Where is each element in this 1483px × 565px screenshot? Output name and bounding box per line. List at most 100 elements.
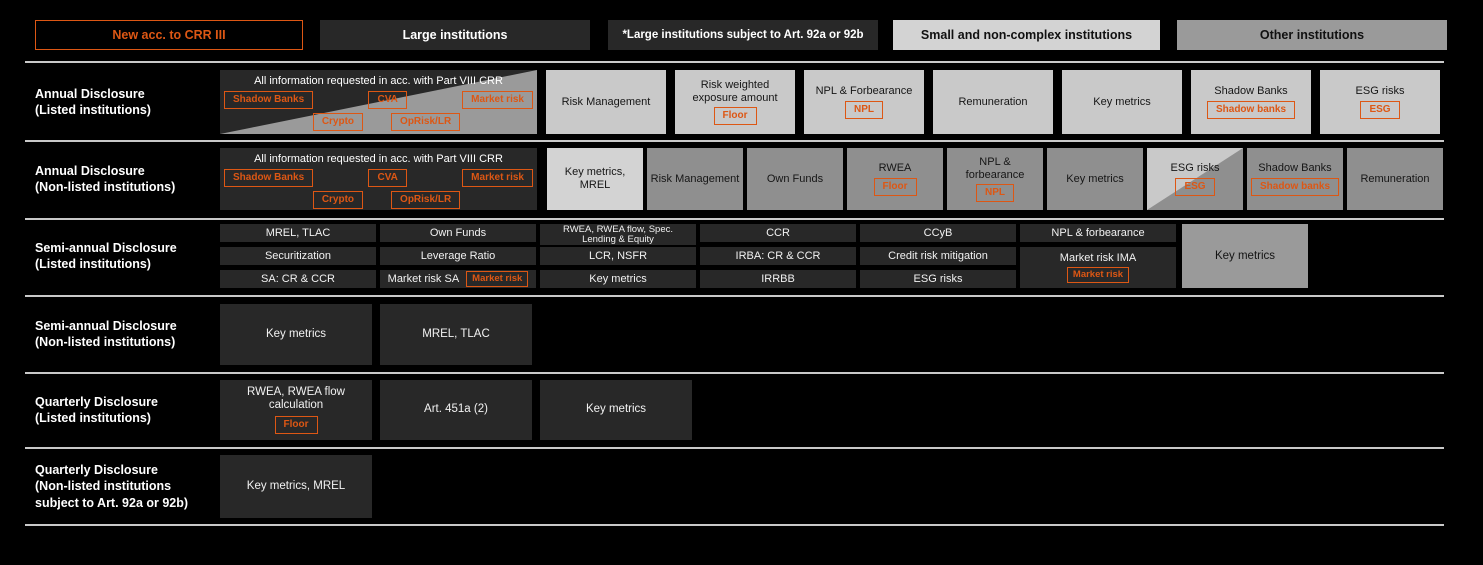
box-key-metrics: Key metrics bbox=[540, 380, 692, 440]
tag-floor: Floor bbox=[873, 177, 917, 196]
semiannual-column-2: Own Funds Leverage Ratio Market risk SA … bbox=[380, 224, 536, 288]
row-label-line: (Non-listed institutions) bbox=[35, 335, 176, 350]
cell-text: Market risk SA bbox=[387, 273, 460, 285]
tag-crypto: Crypto bbox=[312, 191, 364, 209]
row-semiannual-listed: MREL, TLAC Securitization SA: CR & CCR O… bbox=[220, 224, 1308, 288]
cell-ccr: CCR bbox=[700, 224, 856, 242]
row-label-line: (Listed institutions) bbox=[35, 257, 151, 272]
cell-irba-cr-ccr: IRBA: CR & CCR bbox=[700, 247, 856, 265]
box-title: RWEA, RWEA flow calculation bbox=[247, 385, 345, 411]
separator bbox=[25, 218, 1444, 220]
box-title: Key metrics bbox=[1093, 95, 1151, 108]
box-title: Remuneration bbox=[958, 95, 1028, 108]
legend-small-non-complex: Small and non-complex institutions bbox=[893, 20, 1160, 50]
tag-esg: ESG bbox=[1175, 177, 1215, 196]
row-semiannual-nonlisted: Key metrics MREL, TLAC bbox=[220, 304, 532, 365]
semiannual-column-5: CCyB Credit risk mitigation ESG risks bbox=[860, 224, 1016, 288]
box-title: ESG risks bbox=[1355, 85, 1405, 98]
row-label-semiannual-nonlisted: Semi-annual Disclosure (Non-listed insti… bbox=[35, 318, 220, 351]
tag-cva: CVA bbox=[368, 91, 407, 109]
cell-market-risk-sa: Market risk SA Market risk bbox=[380, 270, 536, 288]
box-title: Key metrics bbox=[265, 327, 327, 340]
box-esg-risks: ESG risks ESG bbox=[1147, 148, 1243, 210]
cell-rwea-flow-spec-lending: RWEA, RWEA flow, Spec. Lending & Equity bbox=[540, 224, 696, 245]
box-title: Risk Management bbox=[650, 172, 740, 185]
cell-npl-forbearance: NPL & forbearance bbox=[1020, 224, 1176, 242]
box-title: Own Funds bbox=[766, 172, 824, 185]
box-all-information-listed: All information requested in acc. with P… bbox=[220, 70, 537, 134]
tag-shadow-banks: Shadow Banks bbox=[224, 169, 314, 187]
box-title: Shadow Banks bbox=[1258, 162, 1332, 175]
box-risk-weighted-exposure: Risk weighted exposure amount Floor bbox=[675, 70, 795, 134]
box-title: Key metrics, MREL bbox=[246, 479, 346, 492]
legend-large-institutions: Large institutions bbox=[320, 20, 590, 50]
separator bbox=[25, 140, 1444, 142]
box-title: MREL, TLAC bbox=[422, 327, 490, 340]
semiannual-column-4: CCR IRBA: CR & CCR IRRBB bbox=[700, 224, 856, 288]
box-npl-forbearance: NPL & forbearance NPL bbox=[947, 148, 1043, 210]
box-title: NPL & forbearance bbox=[965, 155, 1025, 181]
row-label-line: Annual Disclosure bbox=[35, 87, 145, 101]
box-esg-risks: ESG risks ESG bbox=[1320, 70, 1440, 134]
tag-floor: Floor bbox=[274, 416, 318, 435]
tag-shadow-banks: Shadow banks bbox=[1250, 177, 1339, 196]
row-annual-nonlisted: All information requested in acc. with P… bbox=[220, 148, 1443, 210]
box-title: Art. 451a (2) bbox=[424, 403, 488, 416]
cell-mrel-tlac: MREL, TLAC bbox=[220, 224, 376, 242]
box-risk-management: Risk Management bbox=[647, 148, 743, 210]
row-label-line: Annual Disclosure bbox=[35, 164, 145, 178]
separator bbox=[25, 61, 1444, 63]
cell-own-funds: Own Funds bbox=[380, 224, 536, 242]
separator bbox=[25, 524, 1444, 526]
row-label-annual-nonlisted: Annual Disclosure (Non-listed institutio… bbox=[35, 163, 220, 196]
box-key-metrics-mrel: Key metrics, MREL bbox=[547, 148, 643, 210]
legend-other-institutions: Other institutions bbox=[1177, 20, 1447, 50]
row-label-quarterly-listed: Quarterly Disclosure (Listed institution… bbox=[35, 394, 220, 427]
cell-irrbb: IRRBB bbox=[700, 270, 856, 288]
tag-row: Shadow Banks CVA Market risk bbox=[220, 169, 537, 187]
box-key-metrics-gray: Key metrics bbox=[1182, 224, 1308, 288]
row-label-quarterly-nonlisted: Quarterly Disclosure (Non-listed institu… bbox=[35, 462, 220, 511]
cell-market-risk-ima: Market risk IMA Market risk bbox=[1020, 247, 1176, 288]
separator bbox=[25, 447, 1444, 449]
tag-floor: Floor bbox=[713, 107, 757, 126]
box-title: All information requested in acc. with P… bbox=[254, 153, 503, 165]
row-label-line: (Non-listed institutions bbox=[35, 479, 172, 494]
cell-sa-cr-ccr: SA: CR & CCR bbox=[220, 270, 376, 288]
box-remuneration: Remuneration bbox=[933, 70, 1053, 134]
box-title: Risk Management bbox=[561, 95, 651, 108]
box-shadow-banks: Shadow Banks Shadow banks bbox=[1247, 148, 1343, 210]
box-title: Remuneration bbox=[1360, 172, 1430, 185]
tag-npl: NPL bbox=[845, 100, 883, 119]
box-title: Risk weighted exposure amount bbox=[692, 78, 778, 104]
row-label-annual-listed: Annual Disclosure (Listed institutions) bbox=[35, 86, 220, 119]
cell-key-metrics: Key metrics bbox=[540, 270, 696, 288]
box-title: Shadow Banks bbox=[1214, 85, 1288, 98]
row-annual-listed: All information requested in acc. with P… bbox=[220, 70, 1440, 134]
tag-crypto: Crypto bbox=[312, 113, 364, 131]
box-key-metrics-mrel: Key metrics, MREL bbox=[220, 455, 372, 518]
semiannual-column-6: NPL & forbearance Market risk IMA Market… bbox=[1020, 224, 1176, 288]
tag-cva: CVA bbox=[368, 169, 407, 187]
row-label-line: (Listed institutions) bbox=[35, 103, 151, 118]
tag-npl: NPL bbox=[976, 184, 1014, 203]
box-key-metrics: Key metrics bbox=[220, 304, 372, 365]
box-title: Key metrics, MREL bbox=[564, 166, 626, 191]
box-art-451a-2: Art. 451a (2) bbox=[380, 380, 532, 440]
tag-shadow-banks: Shadow Banks bbox=[224, 91, 314, 109]
box-title: ESG risks bbox=[1170, 162, 1220, 175]
box-mrel-tlac: MREL, TLAC bbox=[380, 304, 532, 365]
tag-oprisk-lr: OpRisk/LR bbox=[391, 113, 461, 131]
tag-market-risk: Market risk bbox=[466, 271, 529, 287]
semiannual-column-3: RWEA, RWEA flow, Spec. Lending & Equity … bbox=[540, 224, 696, 288]
tag-market-risk: Market risk bbox=[462, 169, 533, 187]
tag-row: Crypto OpRisk/LR bbox=[220, 191, 537, 209]
tag-row: Shadow Banks CVA Market risk bbox=[220, 91, 537, 109]
row-label-line: Quarterly Disclosure bbox=[35, 463, 158, 477]
box-title: Key metrics bbox=[1066, 172, 1124, 185]
row-label-line: Quarterly Disclosure bbox=[35, 395, 158, 409]
row-label-line: (Non-listed institutions) bbox=[35, 180, 176, 195]
legend-new-acc-crr3: New acc. to CRR III bbox=[35, 20, 303, 50]
legend-large-institutions-92a-92b: *Large institutions subject to Art. 92a … bbox=[608, 20, 878, 50]
